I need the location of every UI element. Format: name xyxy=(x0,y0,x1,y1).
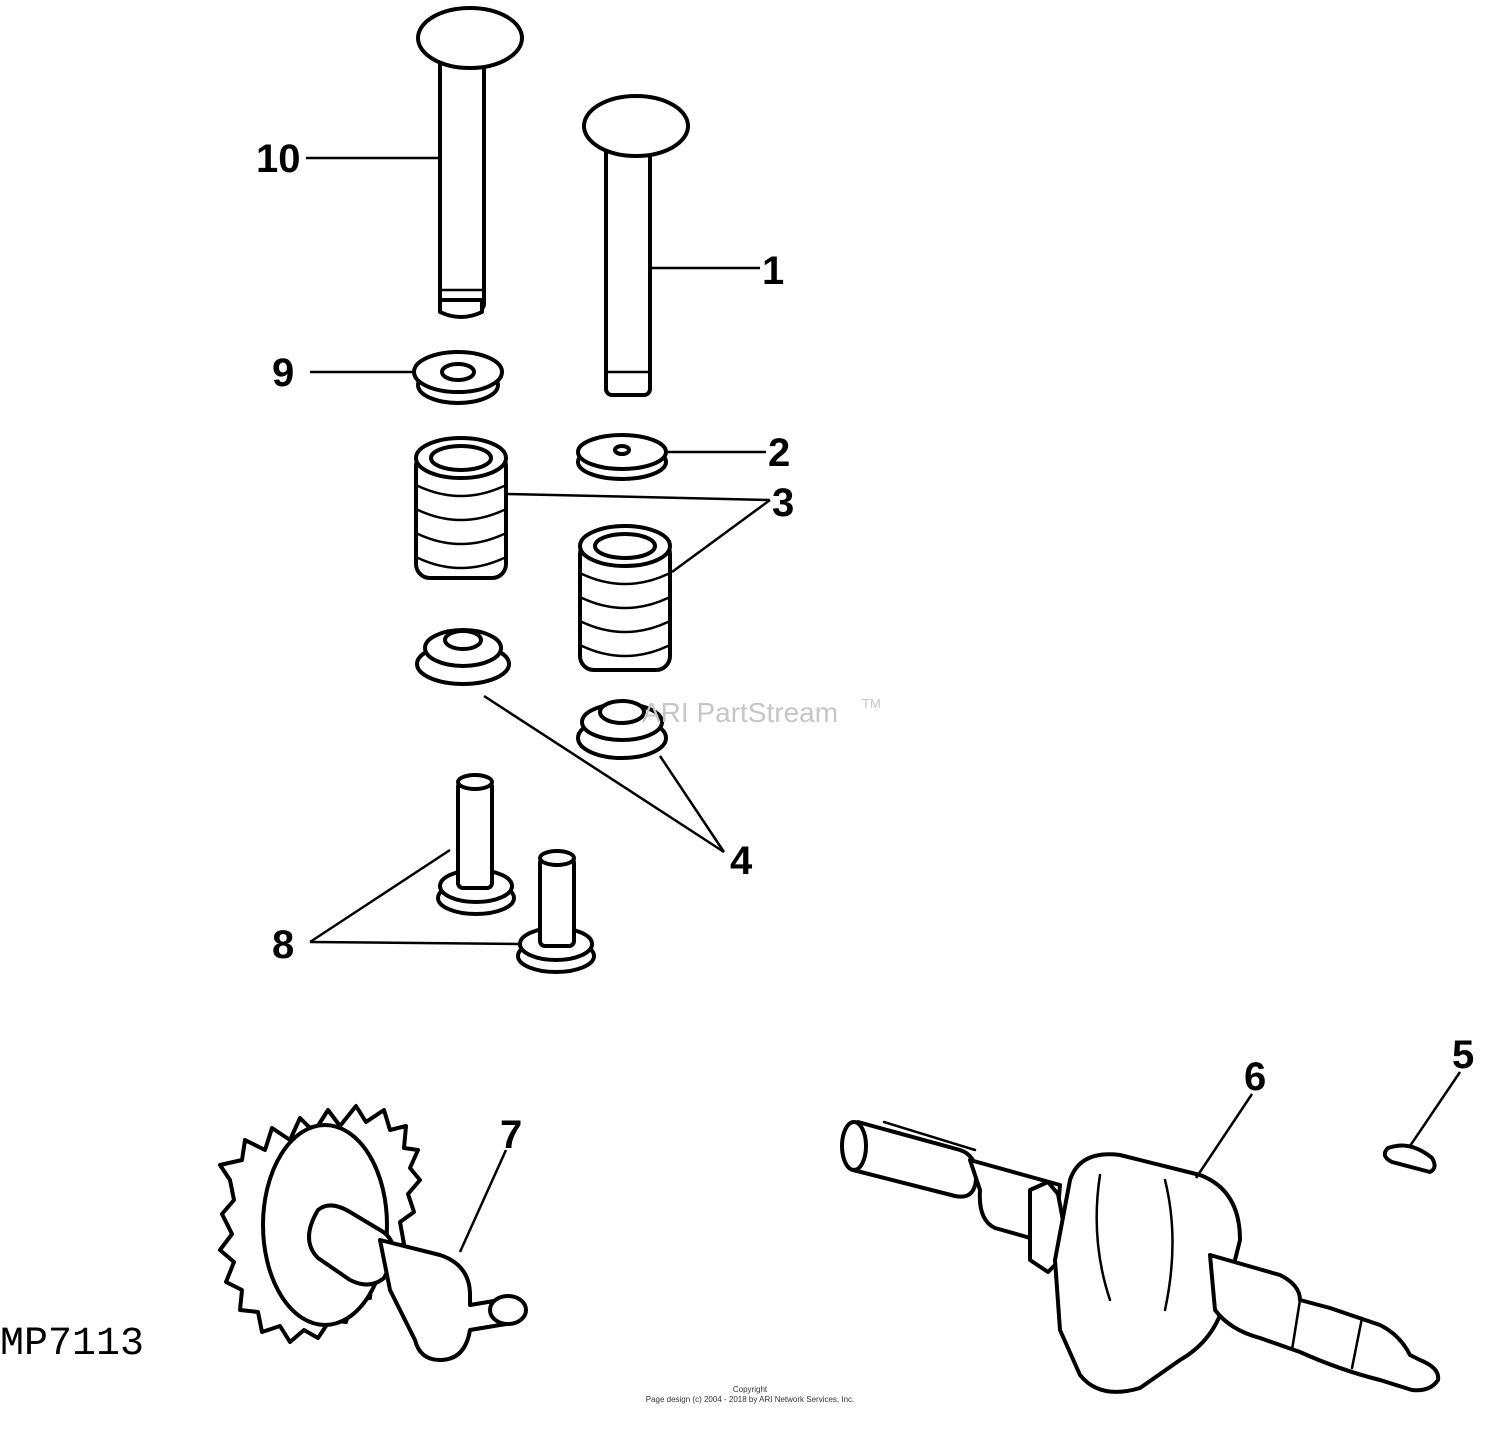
part-3-spring-right[interactable] xyxy=(578,524,672,672)
callout-3[interactable]: 3 xyxy=(772,481,794,525)
part-1-valve[interactable] xyxy=(582,94,690,397)
part-6-crankshaft[interactable] xyxy=(840,1120,1441,1394)
part-5-key[interactable] xyxy=(1382,1143,1437,1174)
callout-5[interactable]: 5 xyxy=(1452,1033,1474,1077)
part-2-retainer[interactable] xyxy=(576,433,668,481)
copyright-line1: Copyright xyxy=(733,1385,768,1394)
callout-2[interactable]: 2 xyxy=(768,431,790,475)
watermark: ARI PartStream TM xyxy=(642,696,881,728)
copyright: Copyright Page design (c) 2004 - 2018 by… xyxy=(646,1385,855,1404)
part-8-tappet-left[interactable] xyxy=(436,773,516,916)
callout-10[interactable]: 10 xyxy=(256,137,301,181)
part-8-tappet-right[interactable] xyxy=(516,849,596,974)
callout-7[interactable]: 7 xyxy=(500,1113,522,1157)
part-3-spring-left[interactable] xyxy=(414,436,508,580)
part-9-retainer[interactable] xyxy=(412,350,504,405)
callout-6[interactable]: 6 xyxy=(1244,1055,1266,1099)
callout-1[interactable]: 1 xyxy=(762,249,784,293)
part-7-camshaft[interactable] xyxy=(218,1104,528,1362)
callout-9[interactable]: 9 xyxy=(272,351,294,395)
leader-lines xyxy=(306,156,1462,1253)
part-4-seat-left[interactable] xyxy=(415,628,511,686)
copyright-line2: Page design (c) 2004 - 2018 by ARI Netwo… xyxy=(646,1395,855,1404)
watermark-tm: TM xyxy=(862,696,881,711)
callout-8[interactable]: 8 xyxy=(272,923,294,967)
watermark-text: ARI PartStream xyxy=(642,697,838,728)
part-10-valve[interactable] xyxy=(416,6,524,319)
callout-4[interactable]: 4 xyxy=(730,839,753,883)
part-4-seat-right[interactable] xyxy=(576,699,668,760)
callout-labels: 10 1 9 2 3 4 8 7 6 5 xyxy=(256,137,1474,1157)
figure-number: MP7113 xyxy=(0,1322,144,1367)
